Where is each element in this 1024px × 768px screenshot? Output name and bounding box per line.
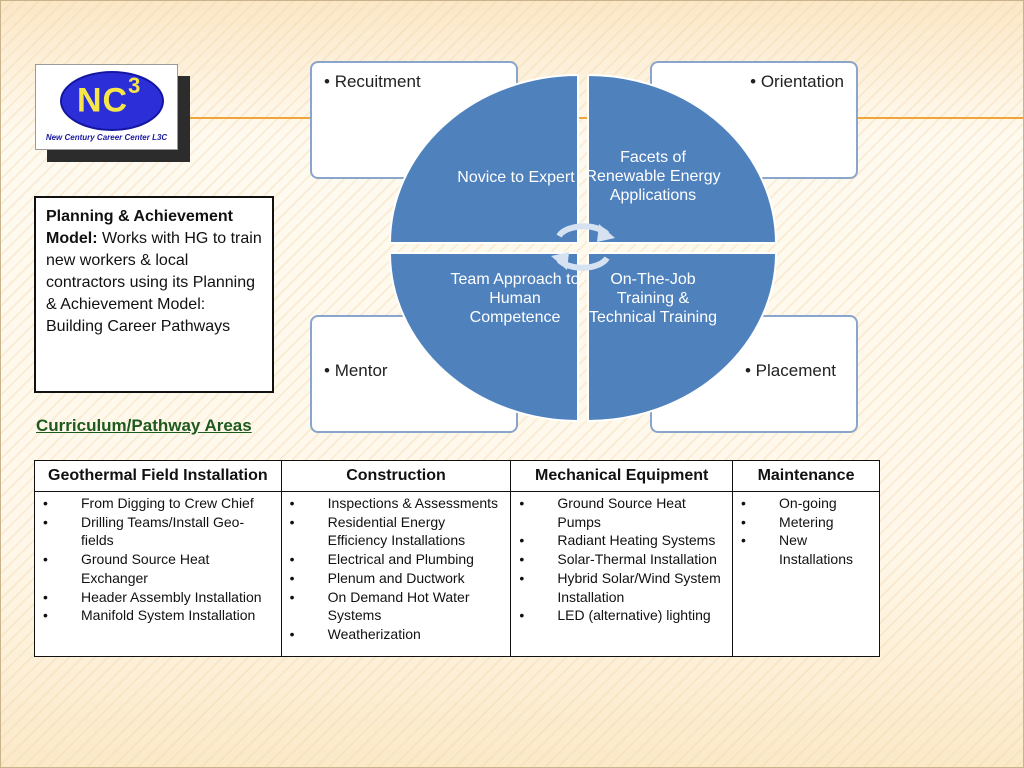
list-item: New Installations bbox=[737, 531, 875, 568]
list-item: From Digging to Crew Chief bbox=[39, 494, 277, 513]
arrow-head-icon bbox=[551, 252, 569, 270]
column-header: Construction bbox=[280, 460, 512, 492]
curriculum-table: Geothermal Field Installation Constructi… bbox=[34, 460, 880, 657]
corner-label-mentor: • Mentor bbox=[324, 361, 388, 380]
list-item: On Demand Hot Water Systems bbox=[286, 588, 507, 625]
quadrant-label-novice: Novice to Expert bbox=[457, 169, 575, 186]
arrow-head-icon bbox=[597, 224, 615, 242]
quadrant-label-ojt: On-The-Job Training & Technical Training bbox=[588, 271, 718, 326]
column-cell-geothermal: From Digging to Crew Chief Drilling Team… bbox=[34, 491, 282, 657]
logo: NC3 New Century Career Center L3C bbox=[35, 64, 178, 150]
item-list: From Digging to Crew Chief Drilling Team… bbox=[39, 494, 277, 625]
list-item: Plenum and Ductwork bbox=[286, 569, 507, 588]
logo-subtitle: New Century Career Center L3C bbox=[45, 133, 168, 142]
quadrant-label-team: Team Approach to Human Competence bbox=[450, 271, 580, 326]
quadrant-label-facets: Facets of Renewable Energy Applications bbox=[585, 149, 721, 204]
column-header: Maintenance bbox=[732, 460, 880, 492]
column-header: Geothermal Field Installation bbox=[34, 460, 282, 492]
table-row: From Digging to Crew Chief Drilling Team… bbox=[34, 491, 880, 657]
quadrant-bottom-right bbox=[587, 252, 778, 422]
list-item: Hybrid Solar/Wind System Installation bbox=[515, 569, 728, 606]
list-item: Manifold System Installation bbox=[39, 606, 277, 625]
cycle-diagram bbox=[388, 73, 778, 422]
list-item: Ground Source Heat Exchanger bbox=[39, 550, 277, 587]
list-item: LED (alternative) lighting bbox=[515, 606, 728, 625]
list-item: Header Assembly Installation bbox=[39, 588, 277, 607]
list-item: Electrical and Plumbing bbox=[286, 550, 507, 569]
list-item: Drilling Teams/Install Geo-fields bbox=[39, 513, 277, 550]
planning-achievement-box: Planning & Achievement Model: Works with… bbox=[34, 196, 274, 393]
planning-title: Planning & Achievement Model: bbox=[46, 208, 233, 247]
list-item: Metering bbox=[737, 513, 875, 532]
table-header-row: Geothermal Field Installation Constructi… bbox=[34, 460, 880, 492]
list-item: Ground Source Heat Pumps bbox=[515, 494, 728, 531]
list-item: Residential Energy Efficiency Installati… bbox=[286, 513, 507, 550]
corner-label-orientation: • Orientation bbox=[750, 72, 844, 91]
column-cell-mechanical: Ground Source Heat Pumps Radiant Heating… bbox=[510, 491, 734, 657]
list-item: Weatherization bbox=[286, 625, 507, 644]
list-item: Solar-Thermal Installation bbox=[515, 550, 728, 569]
list-item: On-going bbox=[737, 494, 875, 513]
quadrant-bottom-left bbox=[388, 252, 579, 422]
item-list: Inspections & Assessments Residential En… bbox=[286, 494, 507, 644]
quadrant-top-left bbox=[388, 73, 579, 244]
curriculum-title: Curriculum/Pathway Areas bbox=[36, 416, 252, 435]
logo-oval bbox=[60, 71, 164, 131]
quadrant-top-right bbox=[587, 73, 778, 244]
list-item: Inspections & Assessments bbox=[286, 494, 507, 513]
column-header: Mechanical Equipment bbox=[510, 460, 734, 492]
logo-text: NC3 bbox=[77, 73, 142, 120]
item-list: On-going Metering New Installations bbox=[737, 494, 875, 569]
corner-label-placement: • Placement bbox=[744, 361, 836, 380]
column-cell-maintenance: On-going Metering New Installations bbox=[732, 491, 880, 657]
corner-label-recruitment: • Recuitment bbox=[324, 72, 421, 91]
column-cell-construction: Inspections & Assessments Residential En… bbox=[280, 491, 512, 657]
item-list: Ground Source Heat Pumps Radiant Heating… bbox=[515, 494, 728, 625]
planning-body: Works with HG to train new workers & loc… bbox=[46, 230, 262, 335]
list-item: Radiant Heating Systems bbox=[515, 531, 728, 550]
logo-superscript: 3 bbox=[128, 73, 142, 98]
